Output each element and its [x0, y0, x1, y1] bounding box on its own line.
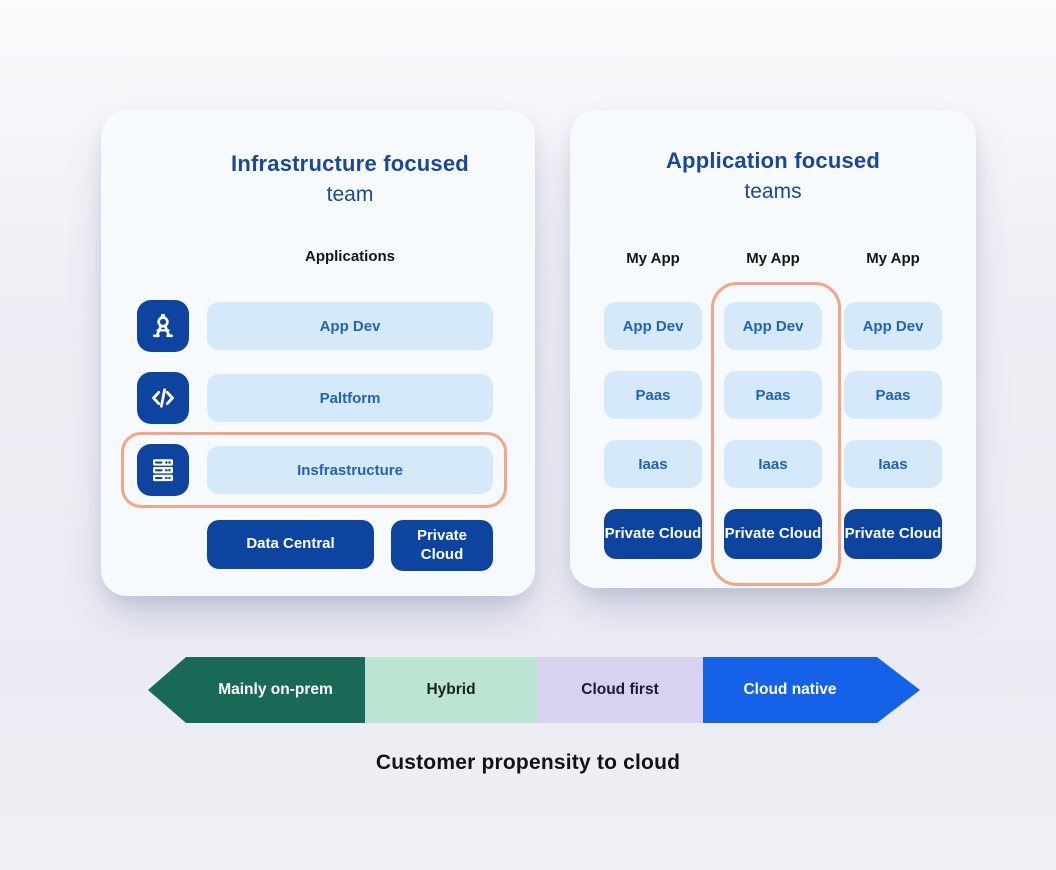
segment-mainly-on-prem: Mainly on-prem	[186, 657, 365, 723]
app-dev-box: App Dev	[604, 302, 702, 350]
applications-header: Applications	[304, 248, 395, 265]
my-app-header: My App	[866, 250, 920, 267]
my-app-columns: My App App Dev Paas Iaas Private Cloud M…	[604, 250, 942, 559]
infrastructure-focused-panel: Infrastructure focused team Applications…	[101, 110, 535, 596]
user-icon	[137, 300, 189, 352]
arrow-right-tip	[877, 657, 920, 723]
panel-title-light: team	[326, 183, 374, 206]
server-icon	[137, 444, 189, 496]
panel-title-bold: Application focused	[665, 148, 881, 173]
my-app-header: My App	[746, 250, 800, 267]
my-app-header: My App	[626, 250, 680, 267]
paas-box: Paas	[724, 371, 822, 419]
arrow-left-tip	[148, 657, 186, 723]
infrastructure-panel-title: Infrastructure focused team	[207, 148, 493, 210]
infrastructure-rows: App Dev Paltform	[121, 300, 507, 508]
app-dev-box: App Dev	[207, 302, 493, 350]
iaas-box: Iaas	[604, 440, 702, 488]
app-dev-box: App Dev	[844, 302, 942, 350]
private-cloud-box: Private Cloud	[604, 509, 702, 559]
app-dev-box: App Dev	[724, 302, 822, 350]
my-app-column-1: My App App Dev Paas Iaas Private Cloud	[604, 250, 702, 559]
infrastructure-highlight-ring: Insfrastructure	[121, 432, 507, 508]
platform-box: Paltform	[207, 374, 493, 422]
private-cloud-box: Private Cloud	[844, 509, 942, 559]
row-infrastructure: Insfrastructure	[137, 444, 493, 496]
infrastructure-footer: Data Central Private Cloud	[207, 520, 493, 571]
iaas-box: Iaas	[844, 440, 942, 488]
application-panel-title: Application focused teams	[590, 145, 956, 207]
row-app-dev: App Dev	[137, 300, 493, 352]
cloud-propensity-arrow: Mainly on-prem Hybrid Cloud first Cloud …	[148, 657, 920, 723]
code-icon	[137, 372, 189, 424]
my-app-column-2: My App App Dev Paas Iaas Private Cloud	[724, 250, 822, 559]
iaas-box: Iaas	[724, 440, 822, 488]
infrastructure-box: Insfrastructure	[207, 446, 493, 494]
paas-box: Paas	[604, 371, 702, 419]
private-cloud-box: Private Cloud	[391, 520, 493, 571]
diagram-caption: Customer propensity to cloud	[375, 751, 681, 774]
segment-hybrid: Hybrid	[365, 657, 537, 723]
segment-cloud-native: Cloud native	[703, 657, 877, 723]
paas-box: Paas	[844, 371, 942, 419]
my-app-column-3: My App App Dev Paas Iaas Private Cloud	[844, 250, 942, 559]
data-central-box: Data Central	[207, 520, 374, 569]
panel-title-light: teams	[744, 180, 802, 203]
private-cloud-box: Private Cloud	[724, 509, 822, 559]
segment-cloud-first: Cloud first	[537, 657, 703, 723]
row-platform: Paltform	[137, 372, 493, 424]
panel-title-bold: Infrastructure focused	[231, 151, 469, 176]
application-focused-panel: Application focused teams My App App Dev…	[570, 110, 976, 588]
